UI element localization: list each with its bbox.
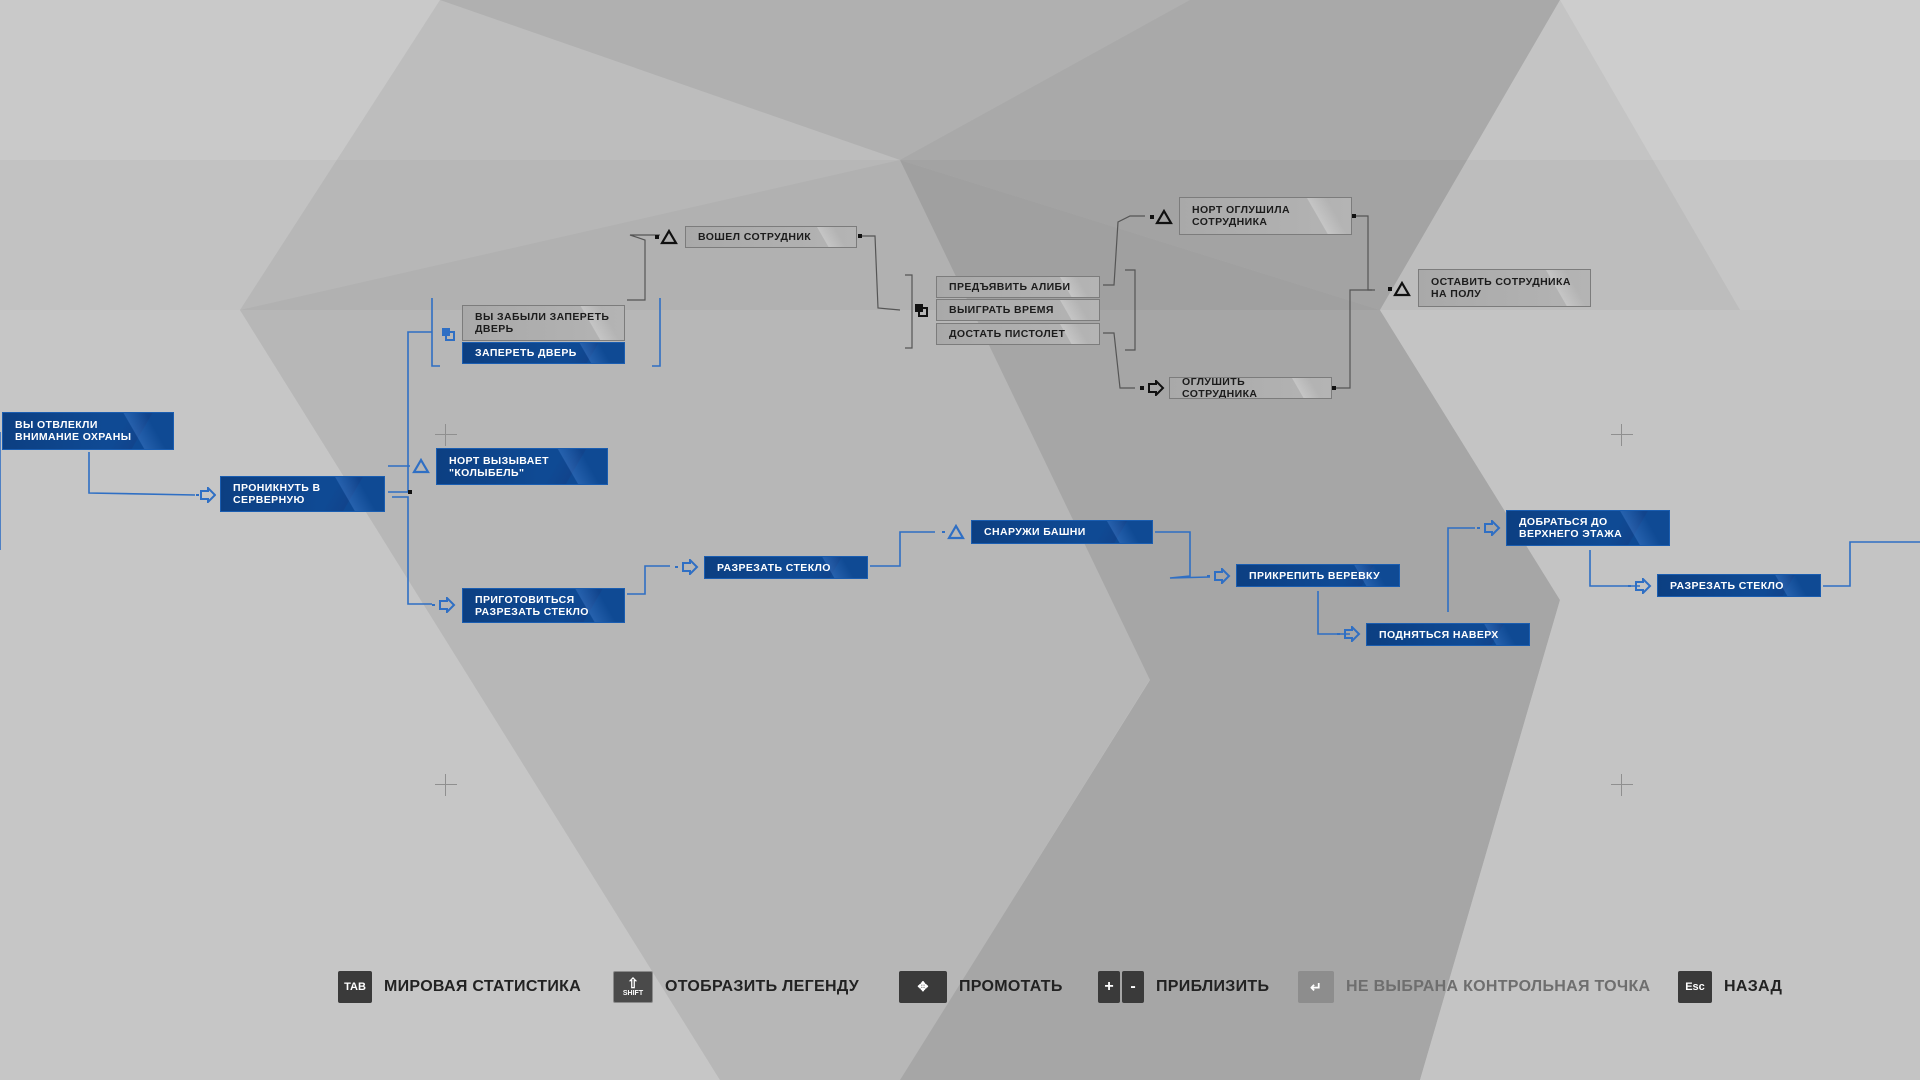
hint-legend[interactable]: ⇧ SHIFT ОТОБРАЗИТЬ ЛЕГЕНДУ bbox=[613, 969, 859, 1005]
tab-key: TAB bbox=[338, 971, 372, 1003]
esc-key: Esc bbox=[1678, 971, 1712, 1003]
checkpoint-label: НЕ ВЫБРАНА КОНТРОЛЬНАЯ ТОЧКА bbox=[1346, 978, 1651, 995]
legend-label: ОТОБРАЗИТЬ ЛЕГЕНДУ bbox=[665, 978, 859, 995]
arrow-right-icon bbox=[1140, 380, 1165, 396]
node-prepare-cut-glass[interactable]: ПРИГОТОВИТЬСЯ РАЗРЕЗАТЬ СТЕКЛО bbox=[462, 588, 625, 623]
node-stun-employee[interactable]: ОГЛУШИТЬ СОТРУДНИКА bbox=[1169, 377, 1332, 399]
node-leave-employee-floor[interactable]: ОСТАВИТЬ СОТРУДНИКА НА ПОЛУ bbox=[1418, 269, 1591, 307]
arrow-right-icon bbox=[196, 487, 216, 503]
node-attach-rope[interactable]: ПРИКРЕПИТЬ ВЕРЕВКУ bbox=[1236, 564, 1400, 587]
node-outside-tower[interactable]: СНАРУЖИ БАШНИ bbox=[971, 520, 1153, 544]
triangle-icon bbox=[1388, 281, 1411, 297]
arrow-right-icon bbox=[675, 559, 699, 575]
node-distracted-guards[interactable]: ВЫ ОТВЛЕКЛИ ВНИМАНИЕ ОХРАНЫ bbox=[2, 412, 174, 450]
shift-arrow-icon: ⇧ bbox=[627, 975, 639, 991]
node-north-stunned-employee[interactable]: НОРТ ОГЛУШИЛА СОТРУДНИКА bbox=[1179, 197, 1352, 235]
arrow-right-icon bbox=[1207, 568, 1231, 584]
hint-checkpoint: ↵ НЕ ВЫБРАНА КОНТРОЛЬНАЯ ТОЧКА bbox=[1298, 969, 1650, 1005]
hint-scroll[interactable]: ✥ ПРОМОТАТЬ bbox=[899, 969, 1063, 1005]
arrow-right-icon bbox=[1337, 626, 1361, 642]
hint-back[interactable]: Esc НАЗАД bbox=[1678, 969, 1782, 1005]
back-label: НАЗАД bbox=[1724, 978, 1783, 995]
stacked-squares-icon bbox=[442, 328, 455, 341]
hint-world-stats[interactable]: TAB МИРОВАЯ СТАТИСТИКА bbox=[338, 969, 581, 1005]
zoom-label: ПРИБЛИЗИТЬ bbox=[1156, 978, 1270, 995]
hint-zoom[interactable]: + - ПРИБЛИЗИТЬ bbox=[1098, 969, 1269, 1005]
node-lock-door[interactable]: ЗАПЕРЕТЬ ДВЕРЬ bbox=[462, 342, 625, 364]
minus-key: - bbox=[1122, 971, 1144, 1003]
grid-marker bbox=[435, 774, 457, 796]
node-reach-top-floor[interactable]: ДОБРАТЬСЯ ДО ВЕРХНЕГО ЭТАЖА bbox=[1506, 510, 1670, 546]
arrow-right-icon bbox=[432, 597, 456, 613]
node-north-calls-cradle[interactable]: НОРТ ВЫЗЫВАЕТ "КОЛЫБЕЛЬ" bbox=[436, 448, 608, 485]
triangle-icon bbox=[412, 458, 430, 474]
node-buy-time[interactable]: ВЫИГРАТЬ ВРЕМЯ bbox=[936, 299, 1100, 321]
node-enter-server-room[interactable]: ПРОНИКНУТЬ В СЕРВЕРНУЮ bbox=[220, 476, 385, 512]
arrow-right-icon bbox=[1477, 520, 1501, 536]
triangle-icon bbox=[655, 229, 678, 245]
node-draw-gun[interactable]: ДОСТАТЬ ПИСТОЛЕТ bbox=[936, 323, 1100, 345]
node-climb-up[interactable]: ПОДНЯТЬСЯ НАВЕРХ bbox=[1366, 623, 1530, 646]
arrow-right-icon bbox=[1628, 578, 1652, 594]
enter-key-icon: ↵ bbox=[1298, 971, 1334, 1003]
triangle-icon bbox=[942, 524, 965, 540]
world-stats-label: МИРОВАЯ СТАТИСТИКА bbox=[384, 978, 582, 995]
node-cut-glass-1[interactable]: РАЗРЕЗАТЬ СТЕКЛО bbox=[704, 556, 868, 579]
node-forgot-lock-door[interactable]: ВЫ ЗАБЫЛИ ЗАПЕРЕТЬ ДВЕРЬ bbox=[462, 305, 625, 341]
grid-marker bbox=[1611, 424, 1633, 446]
triangle-icon bbox=[1150, 209, 1173, 225]
node-show-alibi[interactable]: ПРЕДЪЯВИТЬ АЛИБИ bbox=[936, 276, 1100, 298]
grid-marker bbox=[435, 424, 457, 446]
shift-key: ⇧ SHIFT bbox=[613, 971, 653, 1003]
node-employee-entered[interactable]: ВОШЕЛ СОТРУДНИК bbox=[685, 226, 857, 248]
scroll-label: ПРОМОТАТЬ bbox=[959, 978, 1063, 995]
grid-marker bbox=[1611, 774, 1633, 796]
plus-key: + bbox=[1098, 971, 1120, 1003]
move-arrows-icon: ✥ bbox=[899, 971, 947, 1003]
node-cut-glass-2[interactable]: РАЗРЕЗАТЬ СТЕКЛО bbox=[1657, 574, 1821, 597]
stacked-squares-icon bbox=[915, 304, 928, 317]
